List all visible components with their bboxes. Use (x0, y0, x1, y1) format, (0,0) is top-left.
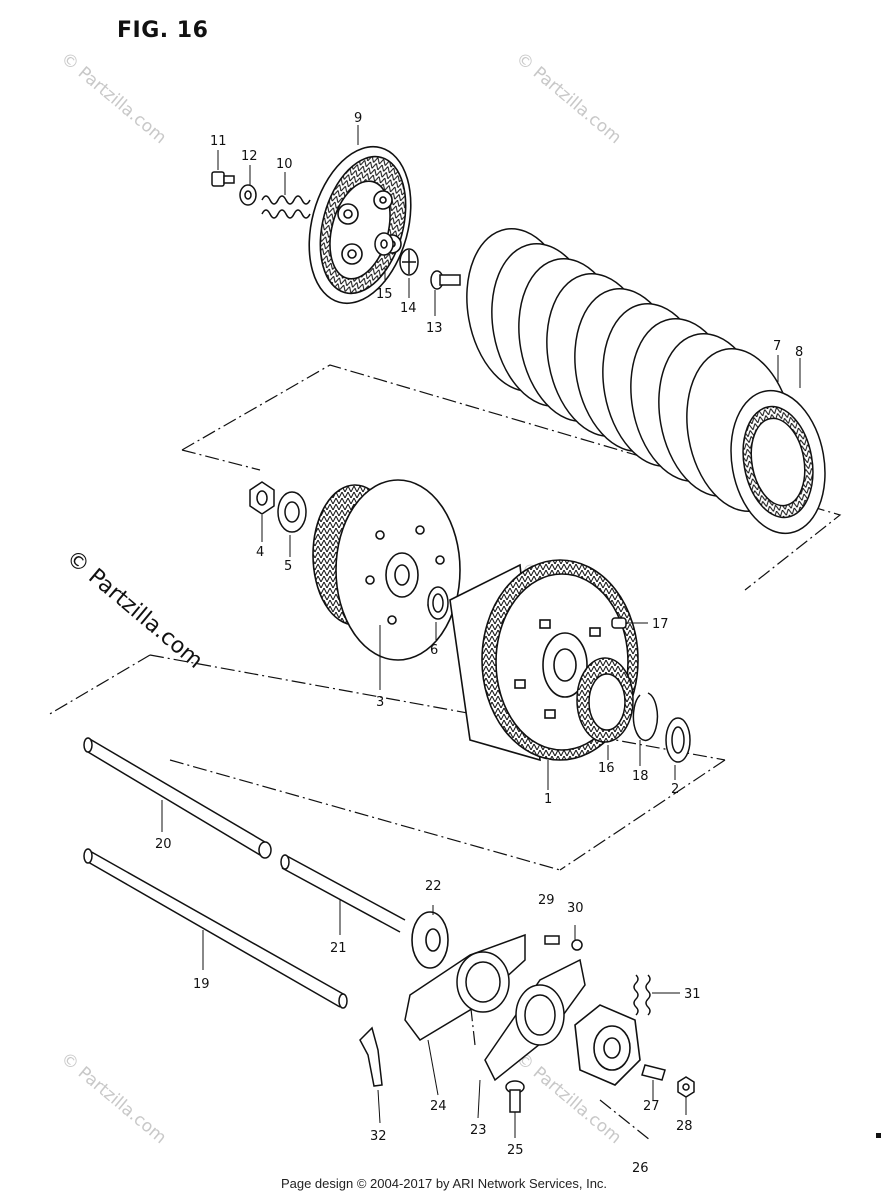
callout-11: 11 (210, 134, 227, 149)
leader-lines (161, 125, 801, 1138)
callout-7: 7 (773, 339, 781, 354)
callout-15: 15 (376, 287, 393, 302)
figure-title: FIG. 16 (117, 18, 209, 43)
callout-31: 31 (684, 987, 701, 1002)
callout-30: 30 (567, 901, 584, 916)
callout-23: 23 (470, 1123, 487, 1138)
watermark-text: © Partzilla.com (57, 1049, 170, 1149)
callout-1: 1 (544, 792, 552, 807)
lock-washer-5 (277, 491, 307, 533)
callout-21: 21 (330, 941, 347, 956)
callout-3: 3 (376, 695, 384, 710)
callout-25: 25 (507, 1143, 524, 1158)
pin-17 (611, 617, 627, 629)
washer-2 (665, 717, 691, 763)
pin-27 (641, 1064, 666, 1081)
callout-8: 8 (795, 345, 803, 360)
callout-19: 19 (193, 977, 210, 992)
callout-27: 27 (643, 1099, 660, 1114)
push-piece-13 (430, 270, 461, 290)
callout-6: 6 (430, 643, 438, 658)
callout-18: 18 (632, 769, 649, 784)
callout-28: 28 (676, 1119, 693, 1134)
watermark-text: © Partzilla.com (61, 545, 207, 673)
callout-24: 24 (430, 1099, 447, 1114)
bearing-14 (399, 248, 419, 276)
rod-19 (83, 848, 348, 1009)
callout-20: 20 (155, 837, 172, 852)
push-rod-20 (83, 737, 272, 859)
bolt-11 (211, 171, 235, 187)
assembly-guide-lines (47, 364, 842, 1141)
thrust-washer-6 (427, 586, 449, 620)
callout-16: 16 (598, 761, 615, 776)
callout-12: 12 (241, 149, 258, 164)
corner-mark (876, 1133, 881, 1138)
callout-labels: 11 12 10 9 15 14 13 7 8 4 5 6 3 17 1 16 … (155, 111, 803, 1176)
washer-12 (239, 184, 257, 206)
gear-16 (576, 657, 634, 743)
callout-4: 4 (256, 545, 264, 560)
oil-seal-22 (411, 911, 449, 969)
callout-10: 10 (276, 157, 293, 172)
callout-29: 29 (538, 893, 555, 908)
callout-17: 17 (652, 617, 669, 632)
washer-15 (374, 232, 394, 256)
footer-copyright: Page design © 2004-2017 by ARI Network S… (280, 1176, 608, 1191)
bolt-25 (505, 1080, 525, 1113)
callout-32: 32 (370, 1129, 387, 1144)
callout-9: 9 (354, 111, 362, 126)
watermark-text: © Partzilla.com (512, 49, 625, 149)
spring-10 (261, 195, 311, 219)
pressure-plate-9 (308, 145, 412, 305)
callout-14: 14 (400, 301, 417, 316)
callout-22: 22 (425, 879, 442, 894)
nut-4 (249, 481, 275, 515)
bolt-30 (544, 935, 583, 951)
push-rod-21 (280, 854, 406, 933)
callout-26: 26 (632, 1161, 649, 1176)
gasket-24 (404, 933, 526, 1041)
callout-5: 5 (284, 559, 292, 574)
spring-31 (633, 974, 651, 1016)
lever-32 (359, 1026, 383, 1087)
circlip-18 (632, 692, 659, 742)
release-assembly-26 (574, 1004, 641, 1086)
callout-13: 13 (426, 321, 443, 336)
callout-2: 2 (671, 782, 679, 797)
clutch-plate-stack-7-8 (466, 227, 826, 535)
nut-28 (677, 1076, 695, 1098)
watermark-text: © Partzilla.com (57, 49, 170, 149)
cover-plate-23 (484, 958, 586, 1082)
sleeve-hub-3 (312, 479, 461, 661)
